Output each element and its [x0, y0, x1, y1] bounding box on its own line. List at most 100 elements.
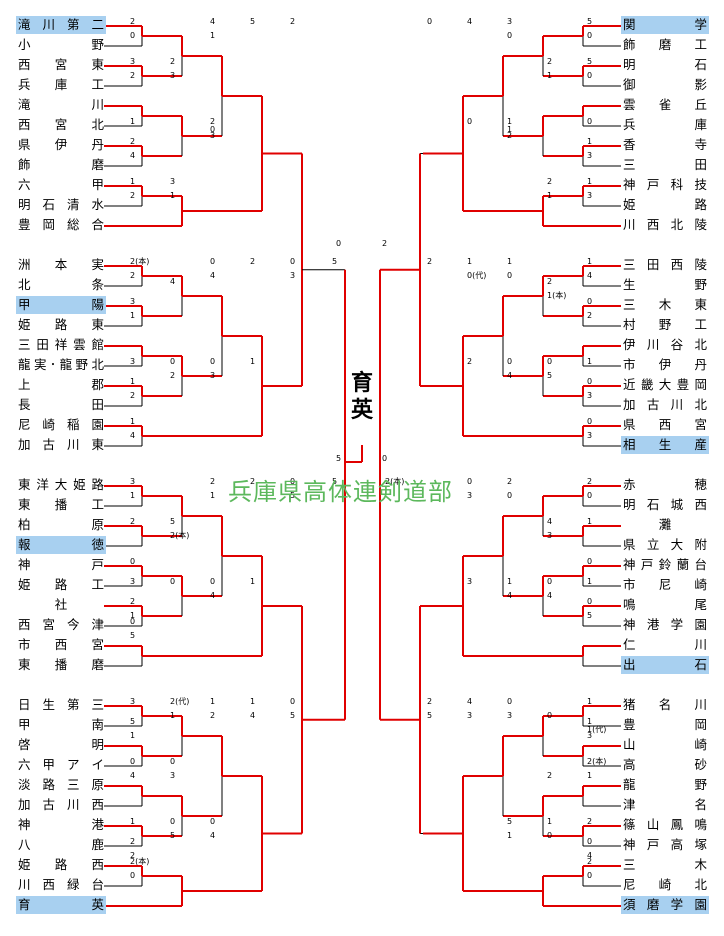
team-name-text: 龍実･龍野北 — [18, 357, 104, 372]
right-team-name: 三木東 — [621, 296, 709, 314]
score-label: 4 — [587, 271, 593, 280]
left-team-name: 啓明 — [16, 736, 106, 754]
right-team-name: 尼崎北 — [621, 876, 709, 894]
team-name-text: 飾磨工 — [623, 37, 707, 52]
team-name-text: 小野 — [18, 37, 104, 52]
score-label: 0 — [467, 117, 473, 126]
left-team-name: 東播工 — [16, 496, 106, 514]
team-name-text: 日生第三 — [18, 697, 104, 712]
team-name-text: 神港 — [18, 817, 104, 832]
score-label: 1 — [170, 191, 176, 200]
score-label: 0 — [587, 71, 593, 80]
score-label: 4 — [170, 277, 176, 286]
team-name-text: 川西北陵 — [623, 217, 707, 232]
score-label: 3 — [587, 191, 593, 200]
score-label: 1 — [130, 177, 136, 186]
score-label: 0 — [170, 357, 176, 366]
left-team-name: 龍実･龍野北 — [16, 356, 106, 374]
score-label: 1(本) — [547, 291, 567, 300]
final-score: 0 — [336, 239, 342, 248]
score-label: 3 — [547, 531, 553, 540]
team-name-text: 灘 — [658, 517, 672, 532]
left-team-name: 西宮東 — [16, 56, 106, 74]
team-name-text: 柏原 — [18, 517, 104, 532]
score-label: 0 — [210, 817, 216, 826]
left-team-name: 淡路三原 — [16, 776, 106, 794]
left-team-name: 三田祥雲館 — [16, 336, 106, 354]
score-label: 5 — [290, 491, 296, 500]
team-name-text: 雲雀丘 — [623, 97, 707, 112]
right-team-name: 豊岡 — [621, 716, 709, 734]
left-team-name: 六甲 — [16, 176, 106, 194]
score-label: 4 — [210, 831, 216, 840]
right-team-name: 県立大附 — [621, 536, 709, 554]
left-team-name: 神戸 — [16, 556, 106, 574]
right-team-name: 灘 — [621, 516, 709, 534]
team-name-text: 甲陽 — [18, 297, 104, 312]
right-team-name: 村野工 — [621, 316, 709, 334]
left-team-name: 飾磨 — [16, 156, 106, 174]
score-label: 4 — [130, 771, 136, 780]
team-name-text: 関学 — [623, 17, 707, 32]
score-label: 1 — [587, 357, 593, 366]
team-name-text: 報徳 — [18, 537, 104, 552]
right-team-name: 香寺 — [621, 136, 709, 154]
team-name-text: 鳴尾 — [623, 597, 707, 612]
team-name-text: 姫路工 — [18, 577, 104, 592]
score-label: 2 — [587, 857, 593, 866]
team-name-text: 山崎 — [623, 737, 707, 752]
score-label: 4 — [547, 517, 553, 526]
score-label: 5 — [427, 711, 433, 720]
score-label: 1 — [467, 257, 473, 266]
score-label: 4 — [467, 697, 473, 706]
team-name-text: 須磨学園 — [623, 897, 707, 912]
score-label: 1 — [130, 731, 136, 740]
score-label: 2 — [170, 57, 176, 66]
score-label: 2 — [130, 597, 136, 606]
score-label: 2 — [130, 517, 136, 526]
team-name-text: 東洋大姫路 — [18, 477, 104, 492]
score-label: 3 — [587, 731, 593, 740]
score-label: 2 — [547, 177, 553, 186]
team-name-text: 御影 — [623, 77, 707, 92]
left-team-name: 姫路東 — [16, 316, 106, 334]
team-name-text: 神戸鈴蘭台 — [623, 557, 707, 572]
score-label: 1 — [547, 71, 553, 80]
score-label: 0 — [587, 491, 593, 500]
score-label: 3 — [467, 577, 473, 586]
score-label: 2 — [467, 357, 473, 366]
team-name-text: 姫路東 — [18, 317, 104, 332]
score-label: 0(代) — [467, 271, 487, 280]
right-team-name: 三木 — [621, 856, 709, 874]
right-team-name: 龍野 — [621, 776, 709, 794]
right-team-name: 神港学園 — [621, 616, 709, 634]
right-team-name: 鳴尾 — [621, 596, 709, 614]
left-team-name: 東播磨 — [16, 656, 106, 674]
right-team-name: 近畿大豊岡 — [621, 376, 709, 394]
score-label: 0 — [290, 257, 296, 266]
score-label: 0 — [427, 17, 433, 26]
score-label: 3 — [210, 131, 216, 140]
team-name-text: 香寺 — [623, 137, 707, 152]
right-team-name: 市伊丹 — [621, 356, 709, 374]
score-label: 0 — [130, 617, 136, 626]
score-label: 0 — [547, 577, 553, 586]
team-name-text: 姫路西 — [18, 857, 104, 872]
score-label: 0 — [507, 31, 513, 40]
score-label: 1 — [587, 137, 593, 146]
team-name-text: 仁川 — [623, 637, 707, 652]
right-team-name: 姫路 — [621, 196, 709, 214]
score-label: 1 — [130, 377, 136, 386]
score-label: 2 — [547, 277, 553, 286]
team-name-text: 県伊丹 — [18, 137, 104, 152]
score-label: 0 — [587, 377, 593, 386]
left-team-name: 日生第三 — [16, 696, 106, 714]
left-team-name: 姫路西 — [16, 856, 106, 874]
score-label: 1 — [507, 125, 513, 134]
team-name-text: 西宮今津 — [18, 617, 104, 632]
left-team-name: 上郡 — [16, 376, 106, 394]
team-name-text: 上郡 — [18, 377, 104, 392]
score-label: 3 — [130, 577, 136, 586]
right-team-name: 三田西陵 — [621, 256, 709, 274]
score-label: 2 — [210, 477, 216, 486]
